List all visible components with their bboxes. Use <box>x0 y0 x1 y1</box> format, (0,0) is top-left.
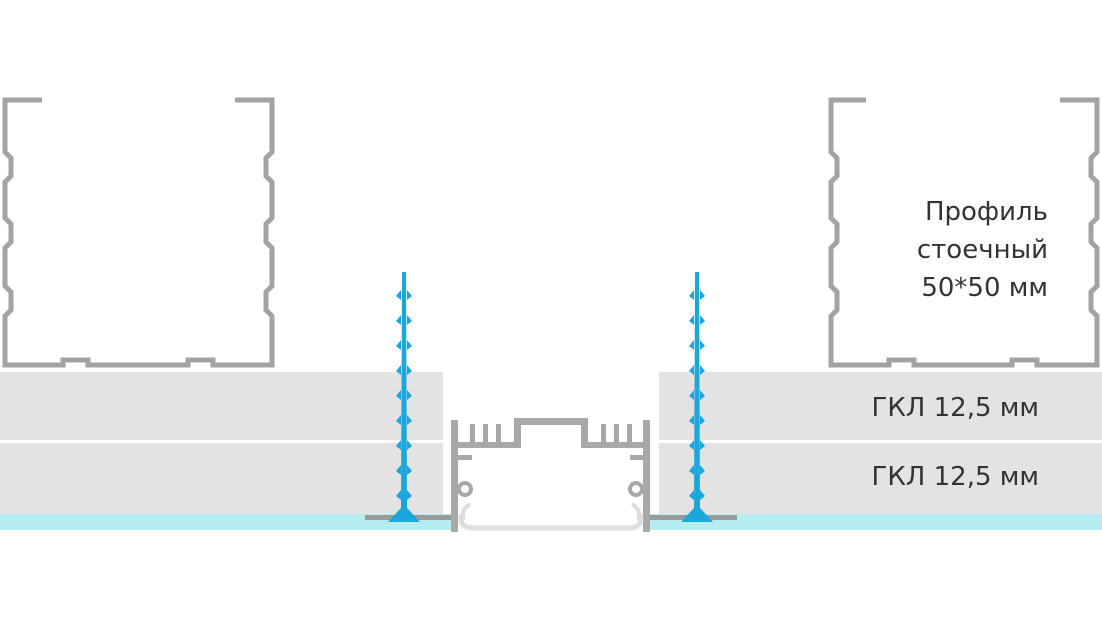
led-profile-channel-right-icon <box>628 481 644 497</box>
led-diffuser-clip-right <box>630 502 642 521</box>
aluminium-led-profile-icon <box>451 418 650 532</box>
putty-layer-left <box>0 514 452 530</box>
led-profile-channel-left-icon <box>457 481 473 497</box>
stud-profile-label-line3: 50*50 мм <box>921 273 1048 303</box>
drywall-upper-label: ГКЛ 12,5 мм <box>871 393 1039 423</box>
stud-profile-label: Профиль стоечный 50*50 мм <box>917 193 1048 307</box>
stud-profile-left-icon <box>2 97 275 368</box>
stud-profile-label-line2: стоечный <box>916 235 1048 265</box>
led-diffuser-icon <box>458 513 644 531</box>
stud-profile-label-line1: Профиль <box>924 197 1048 227</box>
drywall-upper-right <box>659 372 1102 440</box>
drywall-screw-right-icon <box>681 272 713 522</box>
stud-profile-right-icon <box>828 97 1100 368</box>
putty-layer-right <box>650 514 1102 530</box>
drywall-lower-left <box>0 443 443 514</box>
drywall-screw-left-icon <box>388 272 420 522</box>
drywall-lower-label: ГКЛ 12,5 мм <box>871 462 1039 492</box>
led-diffuser-clip-left <box>460 502 472 521</box>
drywall-upper-left <box>0 372 443 440</box>
drywall-lower-right <box>659 443 1102 514</box>
